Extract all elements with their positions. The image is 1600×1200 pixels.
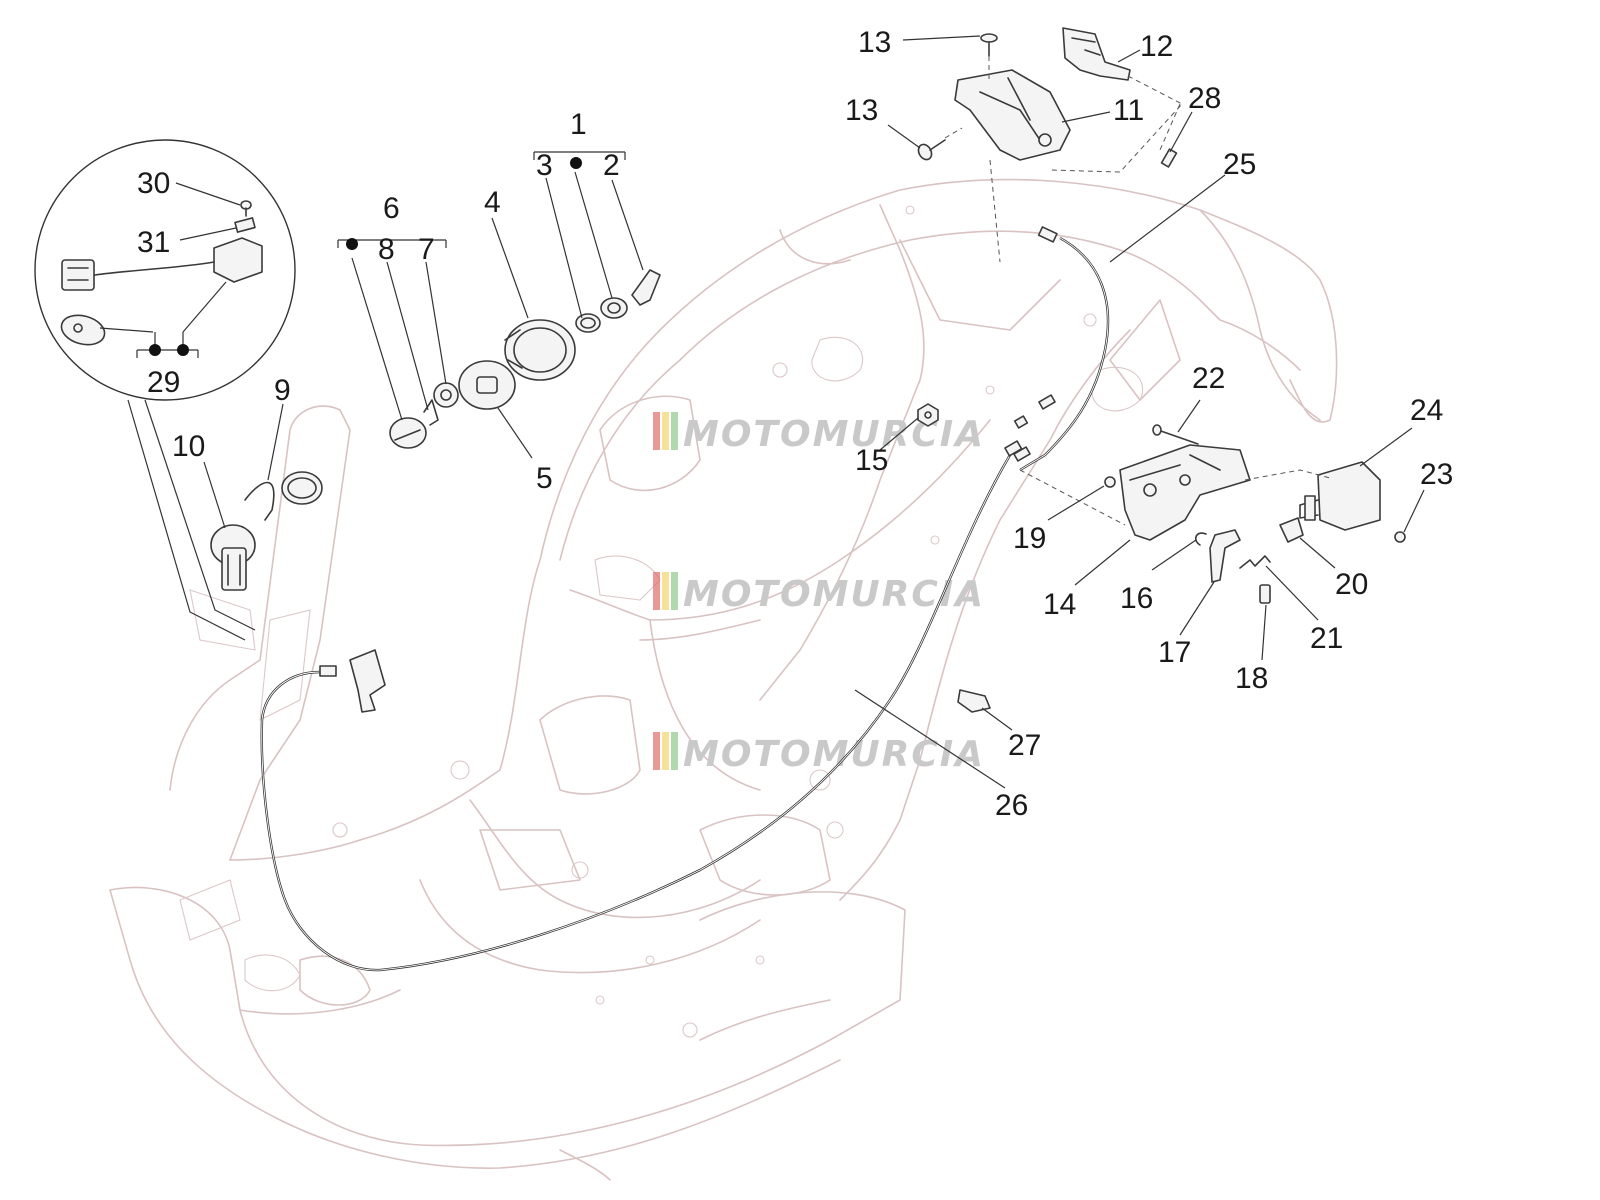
callout-13: 13: [858, 26, 891, 59]
clip-9: [244, 481, 275, 521]
callout-16: 16: [1120, 582, 1153, 615]
hinge-plate-12: [1062, 27, 1131, 81]
bullet-dot: [346, 238, 358, 250]
key-2: [631, 269, 661, 306]
callout-8: 8: [378, 233, 395, 266]
callout-28: 28: [1188, 82, 1221, 115]
callout-17: 17: [1158, 636, 1191, 669]
cap-6: [389, 417, 427, 449]
nut-19: [1104, 476, 1116, 488]
spring-8: [423, 399, 439, 426]
callout-labels: 1 2 3 4 5 6 7 8 9 10 11 12 13 13 14 15 1…: [137, 26, 1453, 822]
bullet-dot: [149, 344, 161, 356]
nut-23: [1394, 531, 1406, 543]
leader-lines: [99, 35, 1425, 789]
screw-13-left: [917, 139, 946, 161]
callout-4: 4: [484, 186, 501, 219]
cable-26: [260, 394, 1056, 972]
lock-cylinder-1: [600, 297, 628, 319]
callout-13: 13: [845, 94, 878, 127]
watermark-text: MOTOMURCIA: [683, 414, 985, 455]
callout-2: 2: [603, 149, 620, 182]
callout-6: 6: [383, 192, 400, 225]
callout-31: 31: [137, 226, 170, 259]
watermark-2: MOTOMURCIA: [653, 572, 985, 615]
spring-21: [1239, 555, 1271, 569]
washer-7: [433, 382, 459, 408]
callout-15: 15: [855, 444, 888, 477]
watermark-3: MOTOMURCIA: [653, 732, 983, 775]
callout-24: 24: [1410, 394, 1443, 427]
callout-11: 11: [1113, 94, 1144, 127]
clip-16: [1194, 532, 1207, 546]
ring-3: [575, 313, 601, 333]
callout-1: 1: [570, 108, 587, 141]
callout-26: 26: [995, 789, 1028, 822]
ignition-switch-10: [210, 524, 256, 591]
lock-plate-5: [458, 360, 516, 410]
cable-25: [1013, 226, 1110, 472]
inset-detail: [34, 139, 296, 641]
actuator-24: [1299, 461, 1381, 531]
bolt-22: [1152, 424, 1199, 445]
callout-25: 25: [1223, 148, 1256, 181]
callout-9: 9: [274, 374, 291, 407]
callout-14: 14: [1043, 588, 1076, 621]
lever-17: [1209, 529, 1241, 583]
callout-22: 22: [1192, 362, 1225, 395]
callout-30: 30: [137, 167, 170, 200]
latch-14: [1119, 444, 1251, 541]
nut-15: [917, 403, 939, 427]
bullet-dot: [177, 344, 189, 356]
clip-27: [957, 689, 991, 713]
callout-3: 3: [536, 149, 553, 182]
callout-27: 27: [1008, 729, 1041, 762]
plug-20: [1279, 517, 1304, 543]
callout-21: 21: [1310, 622, 1343, 655]
watermark-text: MOTOMURCIA: [683, 574, 985, 615]
callout-10: 10: [172, 430, 205, 463]
callout-5: 5: [536, 462, 553, 495]
callout-23: 23: [1420, 458, 1453, 491]
screw-28: [1160, 148, 1178, 168]
lock-ring-4: [504, 319, 576, 381]
screw-13-top: [980, 33, 998, 57]
callout-7: 7: [418, 233, 435, 266]
steering-tube: [281, 471, 323, 505]
bullet-dot: [570, 157, 582, 169]
callout-20: 20: [1335, 568, 1368, 601]
callout-12: 12: [1140, 30, 1173, 63]
callout-18: 18: [1235, 662, 1268, 695]
callout-19: 19: [1013, 522, 1046, 555]
bracket-11: [954, 69, 1071, 161]
scooter-frame-outline: [109, 178, 1338, 1181]
callout-29: 29: [147, 366, 180, 399]
bolt-18: [1259, 584, 1271, 604]
